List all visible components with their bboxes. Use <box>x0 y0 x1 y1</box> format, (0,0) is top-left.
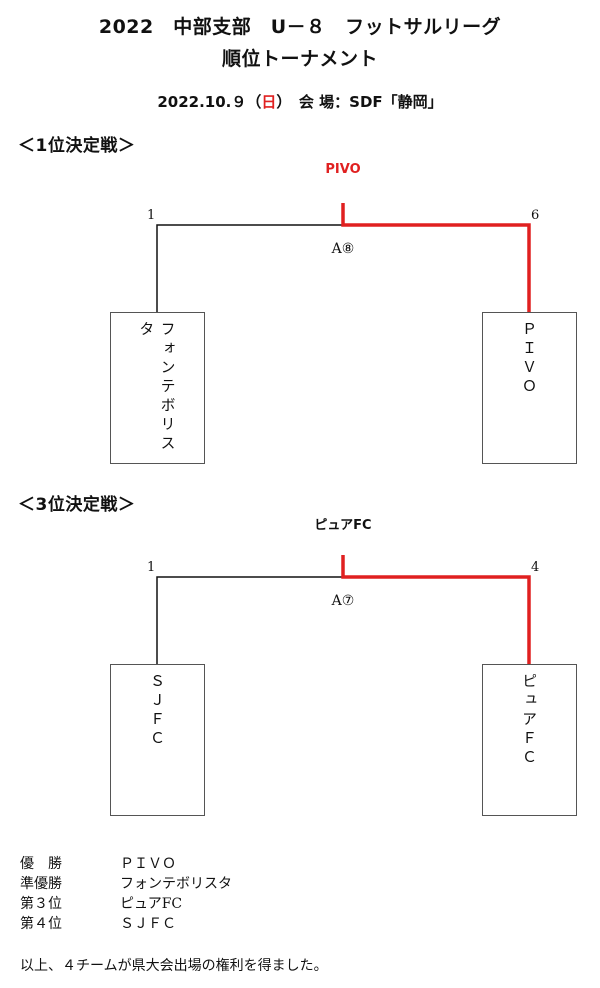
third-left-team-box: ＳＪＦＣ <box>110 664 205 816</box>
final-winner-line <box>341 203 531 312</box>
date-day-open: （ <box>246 93 262 111</box>
result-team: ピュアFC <box>120 896 183 912</box>
result-team: ＰＩＶＯ <box>120 856 176 872</box>
result-label: 第３位 <box>20 896 62 912</box>
final-left-team: フォンテボリスタ <box>137 321 177 454</box>
final-winner-label: PIVO <box>325 162 361 177</box>
final-left-line <box>156 224 343 312</box>
final-right-seed: 6 <box>531 208 540 223</box>
third-left-team: ＳＪＦＣ <box>148 673 166 749</box>
third-winner-line <box>341 555 531 664</box>
result-row: 優 勝 ＰＩＶＯ <box>20 854 232 874</box>
footer-note: 以上、４チームが県大会出場の権利を得ました。 <box>20 958 328 974</box>
third-left-seed: 1 <box>147 560 156 575</box>
date-day-close: ） <box>276 93 284 111</box>
third-right-seed: 4 <box>531 560 540 575</box>
third-right-team: ピュアＦＣ <box>520 673 538 768</box>
date-day: 日 <box>261 93 277 111</box>
result-row: 第３位 ピュアFC <box>20 894 232 914</box>
final-left-seed: 1 <box>147 208 156 223</box>
final-section-title: ＜1位決定戦＞ <box>18 136 136 156</box>
result-row: 第４位 ＳＪＦＣ <box>20 914 232 934</box>
date-venue-line: 2022.10.９（日） 会 場：SDF「静岡」 <box>0 91 600 112</box>
result-label: 準優勝 <box>20 876 62 892</box>
final-match-id: A⑧ <box>331 241 355 257</box>
final-right-team-box: ＰＩＶＯ <box>482 312 577 464</box>
third-left-line <box>156 576 343 664</box>
page-title-line1: 2022 中部支部 U－８ フットサルリーグ <box>98 16 502 38</box>
final-right-team: ＰＩＶＯ <box>520 321 538 397</box>
page-title-line2: 順位トーナメント <box>221 48 378 70</box>
result-team: フォンテボリスタ <box>120 876 232 892</box>
third-right-team-box: ピュアＦＣ <box>482 664 577 816</box>
result-label: 優 勝 <box>20 856 62 872</box>
results-list: 優 勝 ＰＩＶＯ 準優勝 フォンテボリスタ 第３位 ピュアFC 第４位 ＳＪＦＣ <box>20 854 232 934</box>
third-section-title: ＜3位決定戦＞ <box>18 495 136 515</box>
result-row: 準優勝 フォンテボリスタ <box>20 874 232 894</box>
result-team: ＳＪＦＣ <box>120 916 176 932</box>
final-left-team-box: フォンテボリスタ <box>110 312 205 464</box>
third-winner-label: ピュアFC <box>314 518 372 533</box>
venue-text: 会 場：SDF「静岡」 <box>283 93 443 111</box>
third-match-id: A⑦ <box>331 593 355 609</box>
result-label: 第４位 <box>20 916 62 932</box>
date-text: 2022.10.９ <box>157 93 247 111</box>
